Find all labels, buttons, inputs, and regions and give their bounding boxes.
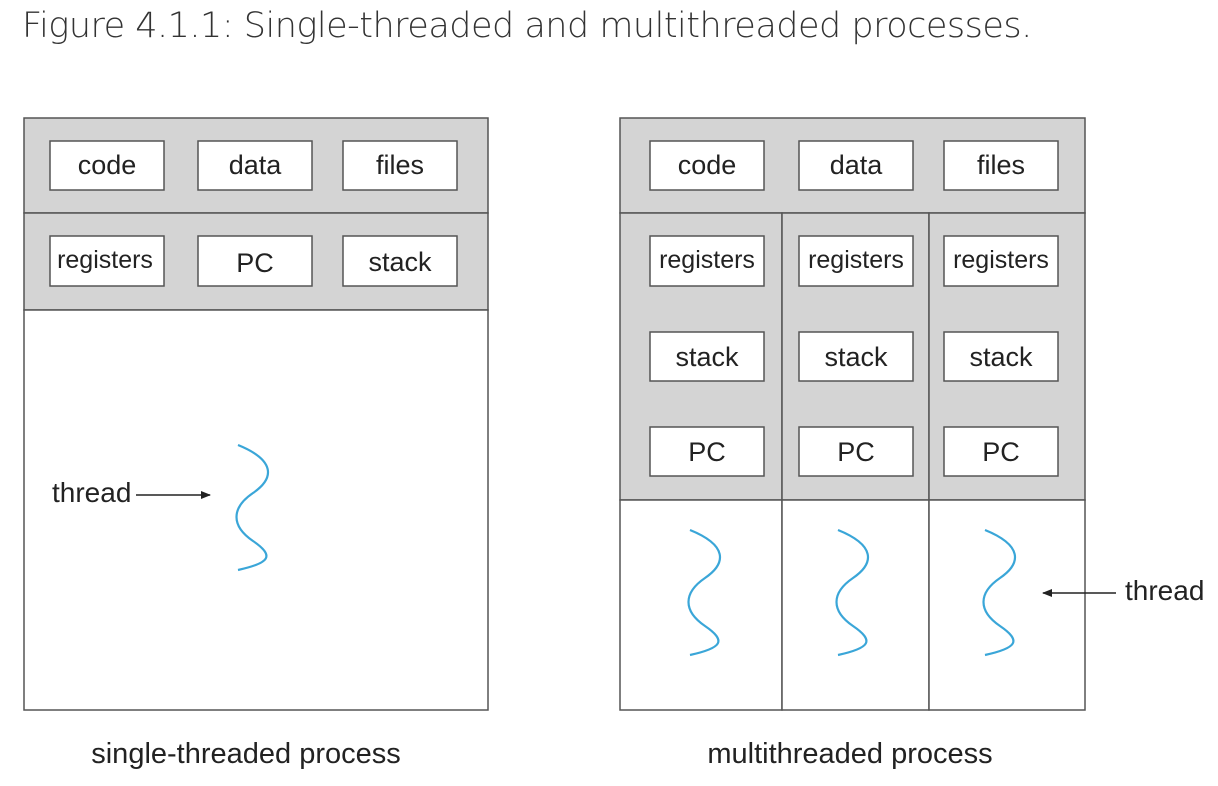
single-stack-label: stack xyxy=(368,247,432,277)
multi-thread-label: thread xyxy=(1125,575,1205,606)
multi-registers-box-2 xyxy=(798,235,914,287)
multi-code-label: code xyxy=(678,150,737,180)
multi-stack-label-2: stack xyxy=(824,342,888,372)
multi-data-box xyxy=(798,140,914,191)
figure-title: Figure 4.1.1: Single-threaded and multit… xyxy=(22,6,1032,46)
multi-registers-label-1: registers xyxy=(659,246,755,274)
single-registers-label: registers xyxy=(57,246,153,274)
multi-files-label: files xyxy=(977,150,1025,180)
multi-pc-label-3: PC xyxy=(982,437,1020,467)
multithreaded-caption: multithreaded process xyxy=(707,738,993,770)
single-thread-area xyxy=(23,309,489,711)
multi-registers-box-1 xyxy=(649,235,765,287)
multi-thread-wave-1 xyxy=(687,528,721,657)
multi-pc-box-2 xyxy=(798,426,914,477)
multi-registers-label-3: registers xyxy=(953,246,1049,274)
single-thread-wave xyxy=(235,443,269,572)
single-code-box xyxy=(49,140,165,191)
multi-pc-label-2: PC xyxy=(837,437,875,467)
multi-registers-box-3 xyxy=(943,235,1059,287)
multi-registers-label-2: registers xyxy=(808,246,904,274)
single-threaded-caption: single-threaded process xyxy=(91,738,401,770)
multi-stack-box-2 xyxy=(798,331,914,382)
single-files-label: files xyxy=(376,150,424,180)
multi-code-box xyxy=(649,140,765,191)
multi-pc-label-1: PC xyxy=(688,437,726,467)
single-stack-box xyxy=(342,235,458,287)
single-threaded-process: code data files registers PC stack xyxy=(23,117,489,711)
multi-thread-area-1 xyxy=(619,499,783,711)
single-registers-box xyxy=(49,235,165,287)
multi-thread-wave-2 xyxy=(835,528,869,657)
single-data-box xyxy=(197,140,313,191)
multi-files-box xyxy=(943,140,1059,191)
single-files-box xyxy=(342,140,458,191)
multi-data-label: data xyxy=(830,150,884,180)
multi-thread-wave-3 xyxy=(982,528,1016,657)
multi-thread-area-2 xyxy=(781,499,930,711)
single-pc-label: PC xyxy=(236,248,274,278)
single-code-label: code xyxy=(78,150,137,180)
single-data-label: data xyxy=(229,150,283,180)
multi-stack-box-1 xyxy=(649,331,765,382)
multi-stack-label-1: stack xyxy=(675,342,739,372)
multithreaded-process: code data files registers registers regi… xyxy=(619,117,1116,711)
multi-pc-box-3 xyxy=(943,426,1059,477)
single-thread-label: thread xyxy=(52,477,132,508)
multi-pc-box-1 xyxy=(649,426,765,477)
single-pc-box xyxy=(197,235,313,287)
multi-thread-area-3 xyxy=(928,499,1086,711)
multi-stack-label-3: stack xyxy=(969,342,1033,372)
multi-stack-box-3 xyxy=(943,331,1059,382)
